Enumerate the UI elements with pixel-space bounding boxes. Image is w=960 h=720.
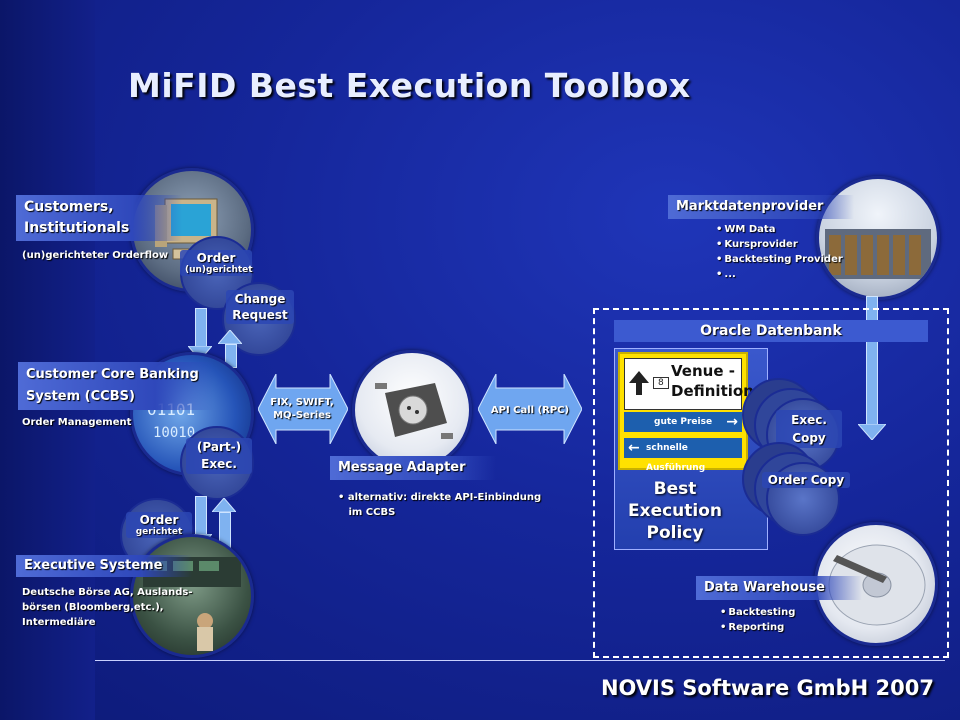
arrow-down-icon-3 bbox=[858, 424, 886, 440]
ccbs-label: Customer Core Banking System (CCBS) bbox=[18, 362, 214, 410]
venue-row2-text: schnelle Ausführung bbox=[646, 443, 706, 473]
venue-row-1: gute Preise → bbox=[624, 412, 742, 432]
executive-sub-line3: Intermediäre bbox=[22, 617, 96, 628]
customers-label-line1: Customers, bbox=[24, 199, 114, 215]
customers-sub: (un)gerichteter Orderflow bbox=[22, 250, 169, 261]
venue-title-line1: Venue - bbox=[671, 362, 735, 380]
exec-copy-line2: Copy bbox=[792, 431, 826, 445]
exec-bubble-label: (Part-) Exec. bbox=[186, 438, 252, 474]
exec-copy-label: Exec. Copy bbox=[776, 410, 842, 448]
oracle-label: Oracle Datenbank bbox=[700, 323, 842, 339]
footer-divider bbox=[95, 660, 945, 661]
order-bubble-label: Order (un)gerichtet bbox=[180, 250, 253, 276]
executive-sub-line1: Deutsche Börse AG, Auslands- bbox=[22, 587, 193, 598]
exec-copy-line1: Exec. bbox=[791, 413, 827, 427]
arrow-up-icon-2 bbox=[212, 498, 236, 512]
marktdaten-label: Marktdatenprovider bbox=[668, 195, 854, 219]
venue-title-line2: Definition bbox=[671, 382, 754, 400]
message-adapter-label: Message Adapter bbox=[330, 456, 496, 480]
order-bubble-sub: (un)gerichtet bbox=[185, 265, 253, 275]
venue-sign-title: 8 Venue - Definition bbox=[624, 358, 754, 410]
message-adapter-bullet-line2: im CCBS bbox=[348, 507, 396, 518]
oracle-header: Oracle Datenbank bbox=[614, 320, 928, 342]
svg-text:10010: 10010 bbox=[153, 425, 195, 441]
message-adapter-bullet-line1: alternativ: direkte API-Einbindung bbox=[347, 492, 542, 503]
marktdaten-item: ... bbox=[716, 267, 843, 282]
arrow-up-sign-icon bbox=[629, 371, 649, 395]
order-bubble-title: Order bbox=[196, 251, 236, 265]
venue-sign: 8 Venue - Definition gute Preise → ← sch… bbox=[618, 352, 754, 473]
venue-row-2: ← schnelle Ausführung bbox=[624, 438, 742, 473]
order-copy-label: Order Copy bbox=[762, 472, 850, 488]
exec-bubble-line2: Exec. bbox=[201, 457, 237, 471]
plug-adapter-icon bbox=[375, 383, 453, 439]
policy-line1: Best bbox=[653, 479, 697, 499]
database-frame bbox=[593, 308, 949, 658]
policy-line2: Execution bbox=[627, 501, 723, 521]
footer-company: NOVIS Software GmbH 2007 bbox=[600, 676, 934, 700]
hard-disk-image bbox=[814, 522, 938, 646]
marktdaten-item: Kursprovider bbox=[716, 237, 843, 252]
data-warehouse-item: Backtesting bbox=[720, 605, 795, 620]
ccbs-label-line2: System (CCBS) bbox=[26, 389, 135, 404]
change-request-line1: Change bbox=[234, 292, 286, 306]
change-request-label: Change Request bbox=[226, 290, 294, 324]
arrow-left-icon: ← bbox=[628, 440, 640, 456]
executive-label: Executive Systeme bbox=[16, 555, 192, 577]
policy-text: Best Execution Policy bbox=[620, 478, 730, 544]
arrow-up-icon bbox=[218, 330, 242, 344]
order-gerichtet-title: Order bbox=[139, 513, 179, 527]
executive-sub: Deutsche Börse AG, Auslands- börsen (Blo… bbox=[22, 585, 192, 630]
venue-box-number: 8 bbox=[653, 377, 669, 389]
api-call-label: API Call (RPC) bbox=[490, 405, 570, 416]
exec-bubble-line1: (Part-) bbox=[196, 440, 242, 454]
marktdaten-item: Backtesting Provider bbox=[716, 252, 842, 267]
marktdaten-item: WM Data bbox=[716, 222, 843, 237]
exec-arrow-down bbox=[195, 496, 207, 538]
ccbs-sub: Order Management bbox=[22, 417, 132, 428]
data-warehouse-item: Reporting bbox=[720, 620, 795, 635]
fix-swift-double-arrow bbox=[258, 374, 348, 444]
executive-sub-line2: börsen (Bloomberg,etc.), bbox=[22, 602, 164, 613]
customers-label-line2: Institutionals bbox=[24, 220, 130, 236]
customers-label: Customers, Institutionals bbox=[16, 195, 182, 241]
ccbs-label-line1: Customer Core Banking bbox=[26, 367, 199, 382]
page-title: MiFID Best Execution Toolbox bbox=[128, 66, 691, 105]
venue-row1-text: gute Preise bbox=[654, 417, 713, 427]
message-adapter-bullet: • alternativ: direkte API-Einbindung im … bbox=[338, 492, 542, 518]
marktdaten-list: WM Data Kursprovider Backtesting Provide… bbox=[716, 222, 843, 282]
data-warehouse-label: Data Warehouse bbox=[696, 576, 862, 600]
order-gerichtet-label: Order gerichtet bbox=[126, 512, 192, 538]
fix-swift-line2: MQ-Series bbox=[273, 410, 331, 421]
change-request-line2: Request bbox=[232, 308, 288, 322]
fix-swift-label: FIX, SWIFT, MQ-Series bbox=[262, 396, 342, 422]
left-decor-panel bbox=[0, 0, 95, 720]
policy-line3: Policy bbox=[646, 523, 704, 543]
arrow-right-icon: → bbox=[726, 414, 738, 430]
data-warehouse-list: Backtesting Reporting bbox=[720, 605, 795, 635]
plug-adapter-image bbox=[352, 350, 472, 470]
order-gerichtet-sub: gerichtet bbox=[135, 527, 183, 537]
api-call-double-arrow bbox=[478, 374, 582, 444]
fix-swift-line1: FIX, SWIFT, bbox=[270, 397, 334, 408]
hard-disk-icon bbox=[828, 544, 926, 626]
